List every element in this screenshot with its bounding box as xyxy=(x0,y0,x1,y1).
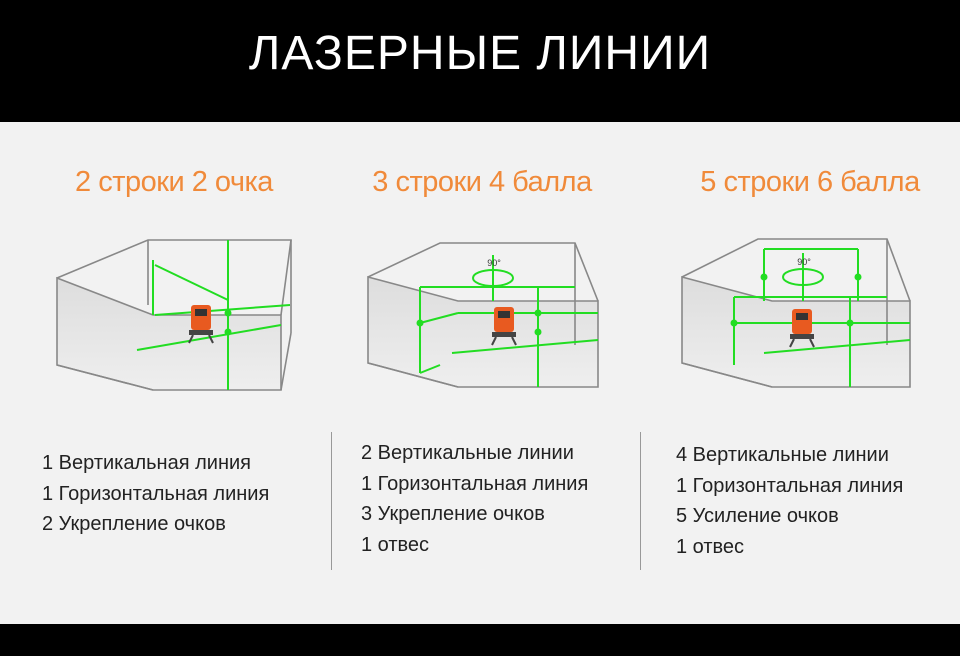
spec-line: 4 Вертикальные линии xyxy=(676,444,889,466)
laser-level-device-icon xyxy=(789,309,815,348)
laser-level-device-icon xyxy=(491,307,517,346)
spec-line: 1 Горизонтальная линия xyxy=(361,472,589,495)
laser-diagram-5-lines: 90° xyxy=(681,238,911,388)
laser-diagram-2-lines xyxy=(56,239,292,391)
spec-line: 1 Горизонтальная линия xyxy=(676,474,904,497)
model-heading-3: 5 строки 6 балла xyxy=(700,166,920,198)
spec-line: 1 отвес xyxy=(361,533,430,556)
model-heading-2: 3 строки 4 балла xyxy=(372,166,592,198)
spec-line: 2 Укрепление очков xyxy=(42,513,226,535)
model-heading-1: 2 строки 2 очка xyxy=(75,166,273,198)
header-bar xyxy=(0,0,960,122)
spec-line: 1 отвес xyxy=(676,535,745,558)
column-divider xyxy=(640,432,641,570)
spec-line: 1 Вертикальная линия xyxy=(42,452,252,474)
model-specs-2: 2 Вертикальные линии 1 Горизонтальная ли… xyxy=(361,438,588,560)
footer-bar xyxy=(0,624,960,656)
spec-line: 5 Усиление очков xyxy=(676,505,839,527)
column-divider xyxy=(331,432,332,570)
angle-label: 90° xyxy=(487,258,501,268)
angle-label: 90° xyxy=(797,257,811,267)
spec-line: 3 Укрепление очков xyxy=(361,503,545,525)
laser-level-device-icon xyxy=(188,305,214,344)
model-specs-1: 1 Вертикальная линия 1 Горизонтальная ли… xyxy=(42,448,269,540)
laser-diagram-3-lines: 90° xyxy=(367,242,599,388)
spec-line: 2 Вертикальные линии xyxy=(361,442,574,464)
model-specs-3: 4 Вертикальные линии 1 Горизонтальная ли… xyxy=(676,440,903,562)
page-title: ЛАЗЕРНЫЕ ЛИНИИ xyxy=(248,27,712,80)
spec-line: 1 Горизонтальная линия xyxy=(42,482,270,505)
